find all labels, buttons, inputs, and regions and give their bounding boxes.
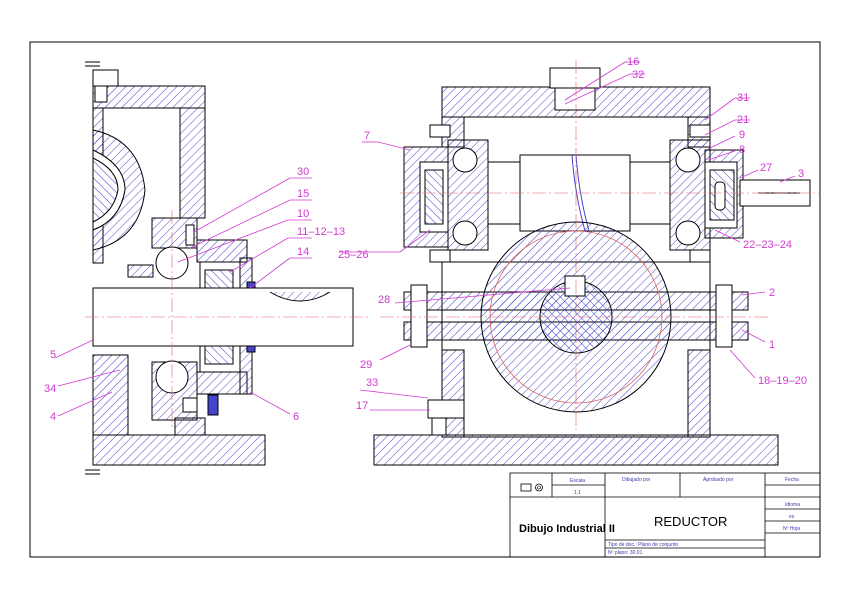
callout-25-26: 25–26	[338, 249, 369, 261]
callout-8: 8	[739, 144, 745, 156]
callout-21: 21	[737, 114, 749, 126]
callout-4: 4	[50, 411, 56, 423]
callout-2: 2	[769, 287, 775, 299]
callout-6: 6	[293, 411, 299, 423]
callouts: 30 15 10 11–12–13 14 6 5 34 4 16 32 31 2…	[44, 56, 807, 423]
title-block	[509, 472, 821, 558]
left-section-view	[85, 61, 370, 475]
projection-circle-icon	[535, 483, 543, 492]
projection-symbol-icon	[520, 483, 532, 492]
callout-10: 10	[297, 208, 309, 220]
callout-17: 17	[356, 400, 368, 412]
callout-30: 30	[297, 166, 309, 178]
callout-9: 9	[739, 129, 745, 141]
callout-14: 14	[297, 246, 309, 258]
aprobado-label: Aprobado por	[703, 477, 734, 483]
callout-32: 32	[632, 69, 644, 81]
callout-leaders	[54, 61, 796, 417]
num-plano: Nº plano: 30.01	[608, 550, 643, 556]
callout-1: 1	[769, 339, 775, 351]
callout-16: 16	[627, 56, 639, 68]
idioma-value: es	[789, 514, 795, 520]
drawing-title: REDUCTOR	[654, 514, 727, 529]
fecha-label: Fecha	[785, 477, 799, 483]
course-name: Dibujo Industrial II	[519, 523, 615, 535]
callout-34: 34	[44, 383, 56, 395]
hoja-label: Nº Hoja	[783, 526, 800, 532]
callout-18-19-20: 18–19–20	[758, 375, 807, 387]
callout-5: 5	[50, 349, 56, 361]
dibujado-label: Dibujado por	[622, 477, 651, 483]
idioma-label: Idioma	[785, 502, 800, 508]
callout-11-12-13: 11–12–13	[297, 226, 345, 238]
callout-7: 7	[364, 130, 370, 142]
right-front-view	[373, 60, 820, 466]
callout-31: 31	[737, 92, 749, 104]
callout-15: 15	[297, 188, 309, 200]
callout-3: 3	[798, 168, 804, 180]
escala-value: 1:1	[574, 490, 581, 496]
callout-28: 28	[378, 294, 390, 306]
callout-22-23-24: 22–23–24	[743, 239, 792, 251]
escala-label: Escala	[570, 478, 585, 484]
tipo-doc: Tipo de doc.: Plano de conjunto	[608, 542, 678, 548]
callout-27: 27	[760, 162, 772, 174]
title-block-logo	[520, 483, 543, 492]
callout-29: 29	[360, 359, 372, 371]
callout-33: 33	[366, 377, 378, 389]
